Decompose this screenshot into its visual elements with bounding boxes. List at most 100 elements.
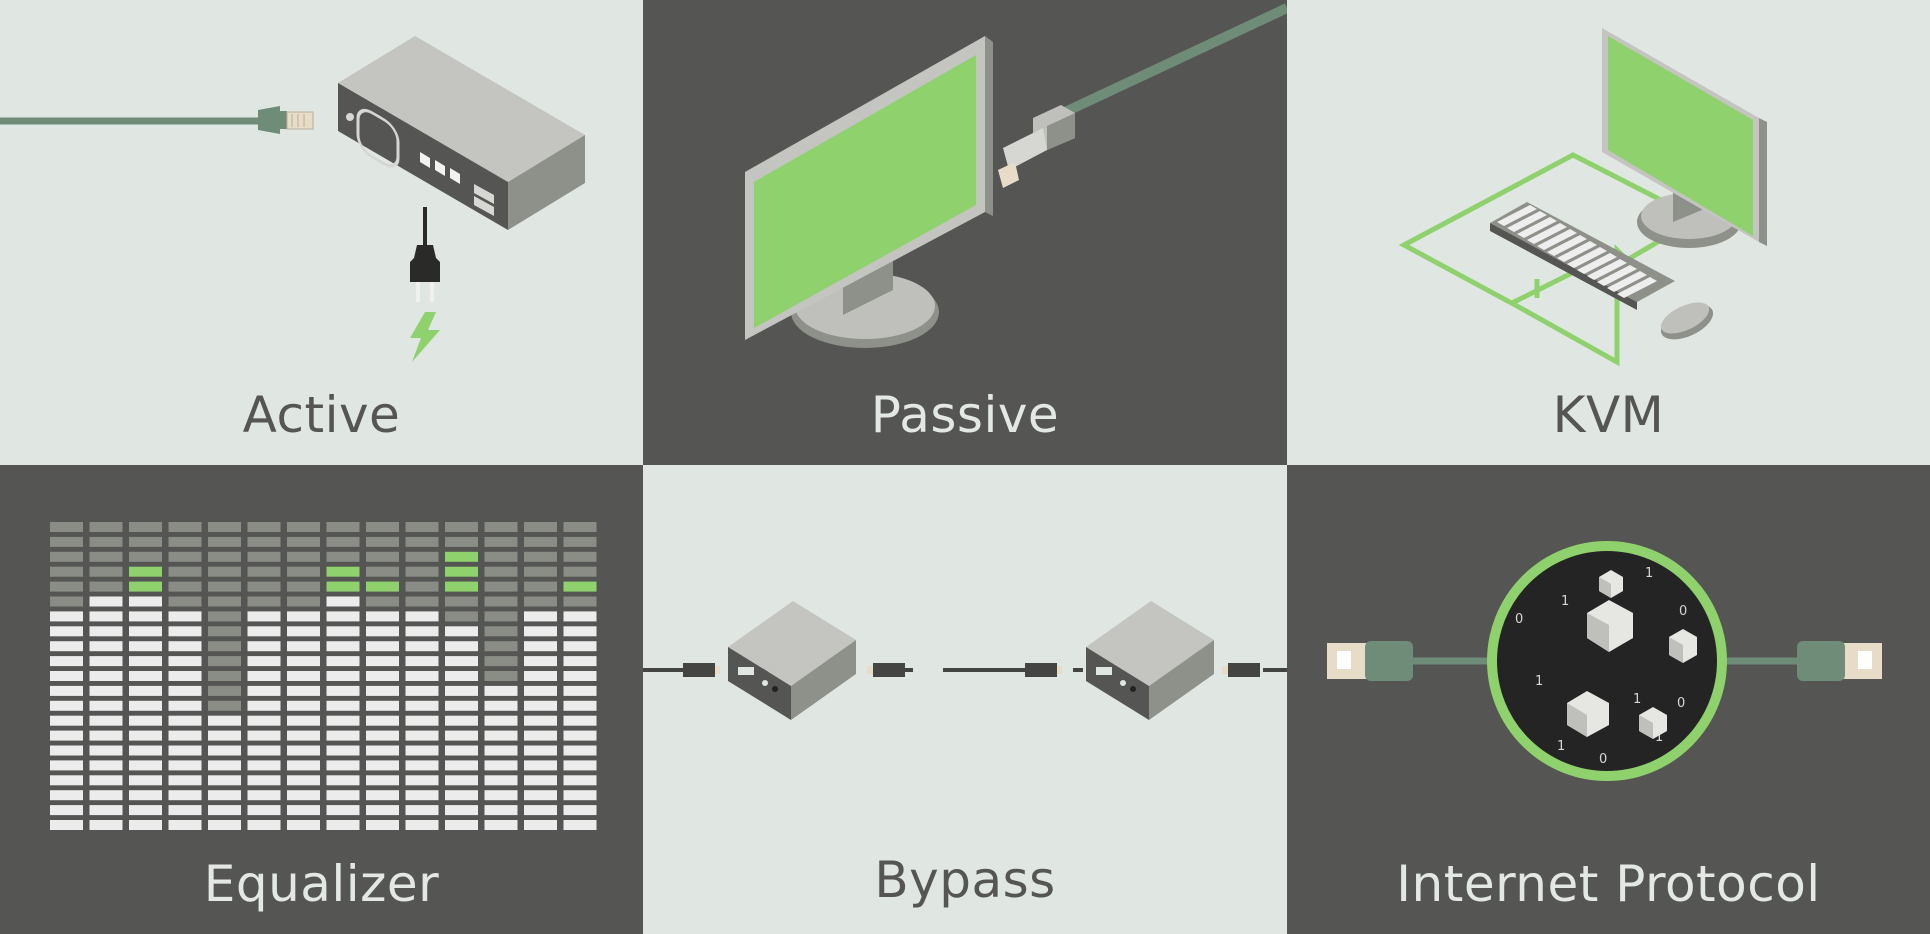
- equalizer-segment: [405, 745, 439, 756]
- equalizer-segment: [484, 790, 518, 801]
- equalizer-segment: [168, 626, 202, 637]
- equalizer-segment: [168, 700, 202, 711]
- equalizer-segment: [524, 805, 557, 816]
- equalizer-segment: [50, 641, 83, 652]
- equalizer-segment: [208, 671, 241, 681]
- equalizer-segment: [484, 760, 518, 771]
- equalizer-segment: [405, 805, 439, 816]
- equalizer-segment: [247, 745, 281, 756]
- equalizer-segment: [129, 551, 162, 562]
- equalizer-segment: [247, 685, 281, 696]
- equalizer-segment: [89, 760, 123, 771]
- equalizer-segment: [89, 656, 123, 667]
- equalizer-segment: [326, 581, 360, 592]
- equalizer-segment: [89, 596, 123, 607]
- equalizer-segment: [405, 611, 439, 622]
- equalizer-segment: [50, 685, 83, 696]
- equalizer-segment: [366, 551, 399, 562]
- equalizer-segment: [366, 641, 399, 652]
- equalizer-segment: [208, 551, 241, 562]
- equalizer-segment: [366, 656, 399, 667]
- equalizer-segment: [484, 656, 518, 667]
- equalizer-segment: [168, 820, 202, 830]
- equalizer-segment: [129, 656, 162, 667]
- equalizer-segment: [366, 611, 399, 622]
- equalizer-segment: [287, 641, 320, 652]
- equalizer-segment: [129, 700, 162, 711]
- equalizer-segment: [524, 730, 557, 741]
- equalizer-segment: [484, 596, 518, 607]
- equalizer-segment: [287, 715, 320, 726]
- tile-label-active: Active: [242, 386, 401, 444]
- svg-text:0: 0: [1599, 752, 1607, 767]
- equalizer-segment: [168, 671, 202, 681]
- equalizer-segment: [287, 790, 320, 801]
- monitor-with-usb-cable-icon: [745, 3, 1287, 348]
- equalizer-segment: [484, 820, 518, 830]
- equalizer-segment: [484, 745, 518, 756]
- tile-label-kvm: KVM: [1552, 386, 1665, 444]
- equalizer-segment: [366, 775, 399, 786]
- equalizer-segment: [208, 715, 241, 726]
- equalizer-segment: [484, 685, 518, 696]
- equalizer-segment: [247, 671, 281, 681]
- equalizer-segment: [50, 775, 83, 786]
- equalizer-segment: [484, 671, 518, 681]
- equalizer-segment: [524, 566, 557, 577]
- equalizer-segment: [366, 805, 399, 816]
- equalizer-segment: [247, 656, 281, 667]
- equalizer-segment: [208, 730, 241, 741]
- equalizer-segment: [524, 790, 557, 801]
- equalizer-segment: [326, 760, 360, 771]
- equalizer-segment: [405, 671, 439, 681]
- equalizer-segment: [208, 685, 241, 696]
- equalizer-segment: [326, 790, 360, 801]
- equalizer-segment: [445, 566, 478, 577]
- equalizer-segment: [563, 760, 597, 771]
- equalizer-segment: [366, 760, 399, 771]
- network-box-with-power-plug-icon: [0, 36, 585, 362]
- equalizer-segment: [405, 685, 439, 696]
- equalizer-segment: [563, 745, 597, 756]
- equalizer-segment: [287, 626, 320, 637]
- equalizer-segment: [168, 745, 202, 756]
- equalizer-segment: [129, 626, 162, 637]
- equalizer-segment: [247, 700, 281, 711]
- equalizer-segment: [484, 641, 518, 652]
- equalizer-segment: [287, 685, 320, 696]
- equalizer-segment: [287, 551, 320, 562]
- equalizer-segment: [50, 551, 83, 562]
- equalizer-segment: [445, 790, 478, 801]
- equalizer-segment: [445, 551, 478, 562]
- equalizer-segment: [129, 730, 162, 741]
- equalizer-segment: [89, 671, 123, 681]
- equalizer-segment: [129, 760, 162, 771]
- equalizer-segment: [405, 641, 439, 652]
- equalizer-segment: [524, 522, 557, 532]
- equalizer-segment: [50, 745, 83, 756]
- equalizer-segment: [168, 790, 202, 801]
- equalizer-segment: [168, 536, 202, 547]
- equalizer-segment: [50, 626, 83, 637]
- equalizer-segment: [326, 671, 360, 681]
- equalizer-segment: [326, 775, 360, 786]
- equalizer-segment: [326, 700, 360, 711]
- equalizer-segment: [326, 656, 360, 667]
- svg-text:1: 1: [1645, 566, 1653, 581]
- equalizer-segment: [50, 566, 83, 577]
- equalizer-segment: [366, 745, 399, 756]
- equalizer-segment: [405, 790, 439, 801]
- equalizer-segment: [247, 775, 281, 786]
- equalizer-segment: [524, 626, 557, 637]
- equalizer-segment: [445, 522, 478, 532]
- equalizer-segment: [524, 700, 557, 711]
- equalizer-segment: [168, 775, 202, 786]
- equalizer-segment: [445, 715, 478, 726]
- equalizer-segment: [168, 805, 202, 816]
- equalizer-segment: [524, 536, 557, 547]
- equalizer-segment: [524, 820, 557, 830]
- equalizer-segment: [366, 820, 399, 830]
- equalizer-segment: [208, 611, 241, 622]
- equalizer-segment: [89, 536, 123, 547]
